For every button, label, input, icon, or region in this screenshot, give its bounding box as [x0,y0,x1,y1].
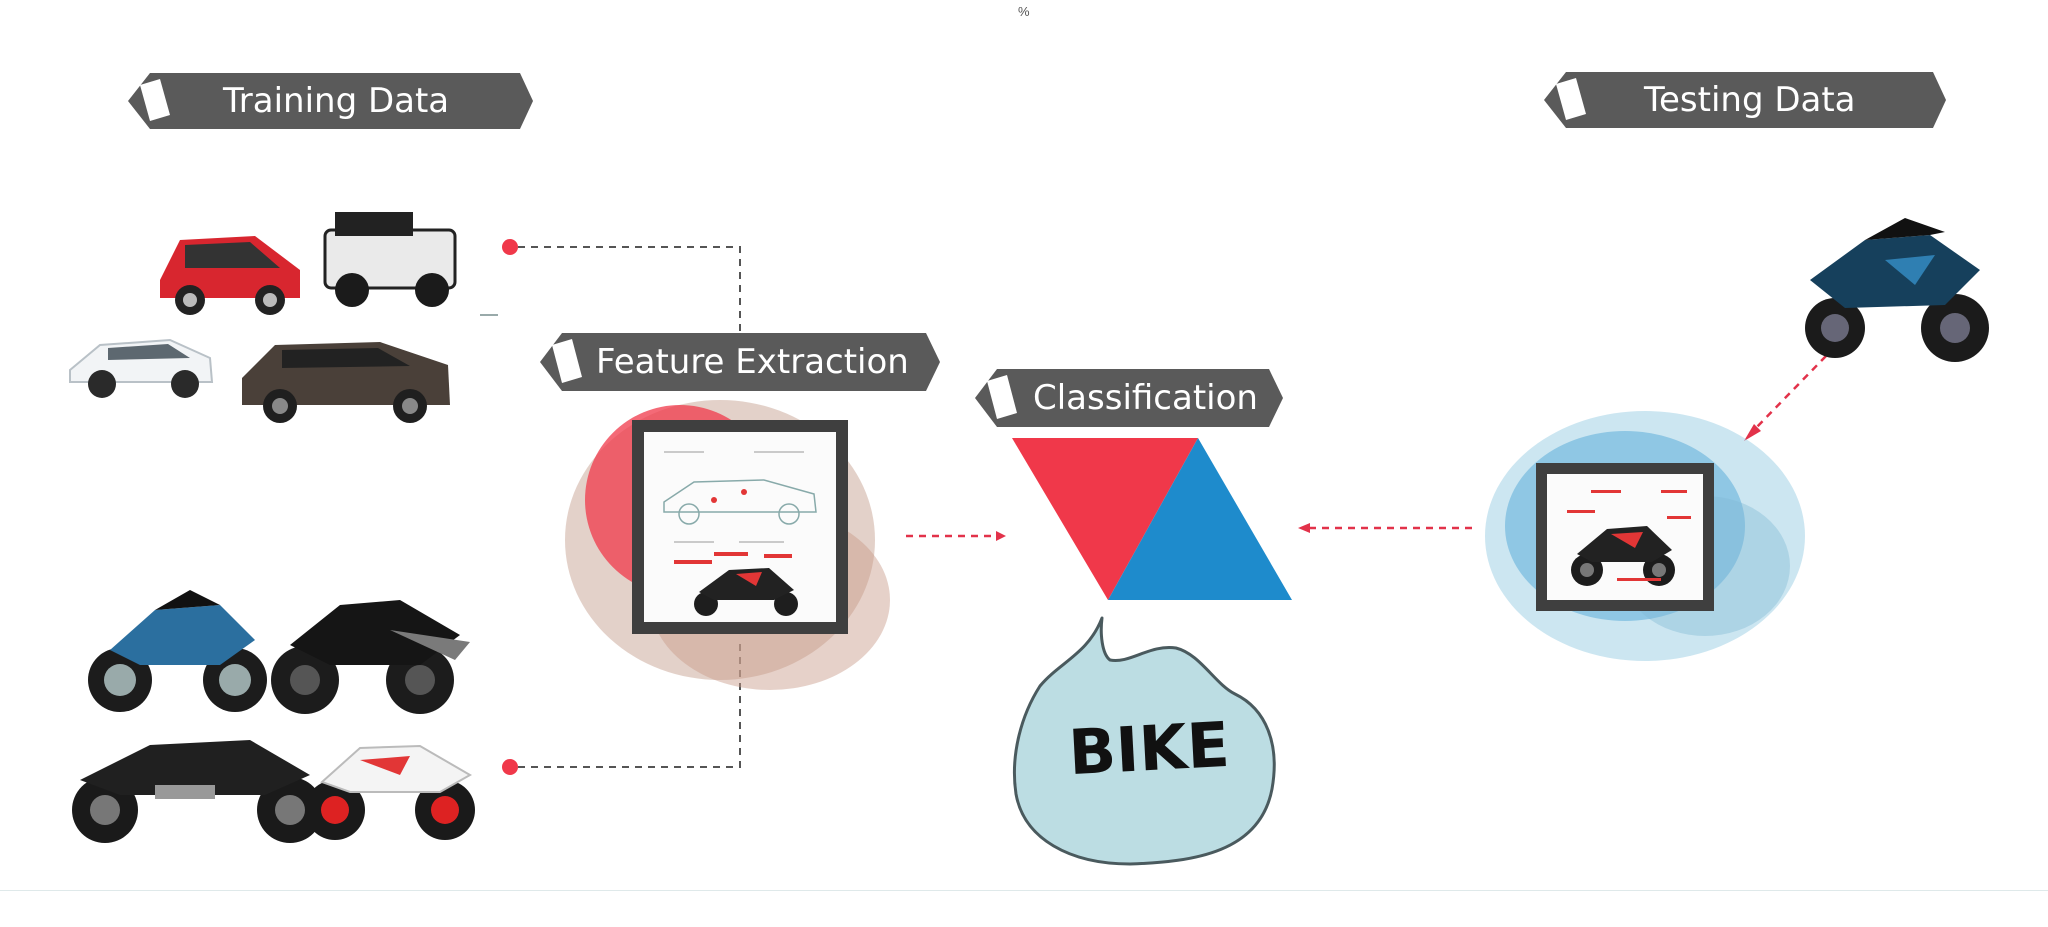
banner-shape [540,333,940,391]
car-red [160,236,300,315]
page-marker: % [1018,4,1030,19]
car-white [69,338,214,398]
banner-label: Testing Data [1644,80,1856,120]
car-bronze [242,342,450,423]
training-bikes-image [72,590,475,843]
banner-shape [128,73,533,129]
tag-icon [987,375,1017,419]
frame-canvas [1547,474,1703,600]
arrow-down-left-icon [1751,355,1827,433]
small-mark [480,314,498,316]
tag-icon [552,339,582,383]
dot-icon [502,759,518,775]
bike-black-sport [271,600,470,714]
training-cars-image [69,212,457,423]
red-triangle [1012,438,1198,600]
testing-frame [1536,463,1714,611]
car-schematic-image [663,451,817,616]
result-speech-bubble [1012,616,1276,866]
frame-canvas [644,432,836,622]
banner-shape [975,369,1283,427]
banner-label: Classification [1033,378,1258,418]
banner-label: Training Data [223,81,450,121]
banner-label: Feature Extraction [596,342,909,382]
tag-icon [140,79,170,121]
bike-detail-image [1567,490,1691,586]
testing-bike-image [1805,218,1989,362]
bike-cruiser [72,740,323,843]
classification-banner: Classification [975,369,1283,427]
banner-shape [1544,72,1946,128]
blue-triangle [1108,438,1292,600]
feature-extraction-frame [632,420,848,634]
car-jeep [323,212,457,307]
bike-blue [88,590,267,712]
footer-divider [0,890,2048,891]
dot-icon [502,239,518,255]
result-label: BIKE [1066,707,1232,790]
testing-data-banner: Testing Data [1544,72,1946,128]
training-data-banner: Training Data [128,73,533,129]
classification-graphic [1012,438,1292,600]
bike-white-red [305,744,475,840]
feature-extraction-banner: Feature Extraction [540,333,940,391]
tag-icon [1556,78,1586,120]
